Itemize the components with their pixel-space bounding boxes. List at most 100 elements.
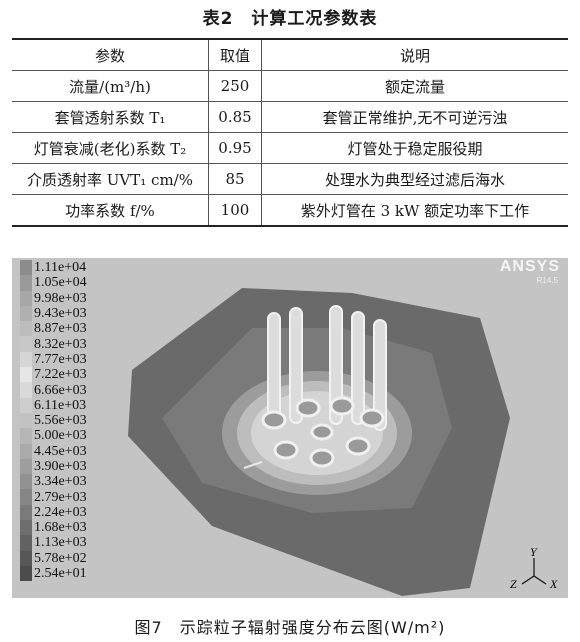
col-header-note: 说明 [261,38,568,71]
legend-entry: 6.66e+03 [20,382,87,398]
legend-entry: 1.13e+03 [20,535,87,551]
legend-swatch [20,336,32,352]
legend-swatch [20,474,32,490]
legend-value: 2.24e+03 [34,504,87,520]
cell-param: 灯管衰减(老化)系数 T₂ [12,132,209,164]
table-row: 流量/(m³/h) 250 额定流量 [12,70,568,102]
col-header-value: 取值 [208,38,262,71]
legend-value: 4.45e+03 [34,443,87,459]
legend-swatch [20,458,32,475]
cell-value: 100 [208,194,262,227]
parameter-table: 参数 取值 说明 流量/(m³/h) 250 额定流量 套管透射系数 T₁ 0.… [12,38,568,227]
legend-entry: 9.98e+03 [20,290,87,306]
legend-entry: 5.56e+03 [20,412,87,429]
legend-swatch [20,351,32,368]
table-row: 功率系数 f/% 100 紫外灯管在 3 kW 额定功率下工作 [12,194,568,227]
cell-param: 功率系数 f/% [12,194,209,227]
table-caption: 表2 计算工况参数表 [202,9,378,29]
legend-value: 7.77e+03 [34,351,87,367]
cell-value: 250 [208,70,262,102]
legend-entry: 1.68e+03 [20,520,87,536]
legend-swatch [20,489,32,505]
legend-swatch [20,321,32,337]
axis-z-label: Z [510,577,517,591]
legend-value: 3.90e+03 [34,459,87,474]
legend-swatch [20,535,32,551]
legend-value: 5.00e+03 [34,428,87,444]
legend-swatch [20,367,32,383]
legend-swatch [20,412,32,429]
legend-entry: 2.54e+01 [20,565,87,582]
legend-entry: 7.22e+03 [20,367,87,383]
cell-param: 流量/(m³/h) [12,70,209,102]
legend-swatch [20,260,32,276]
legend-entry: 1.11e+04 [20,260,87,276]
legend-entry: 6.11e+03 [20,397,87,413]
legend-swatch [20,428,32,444]
legend-swatch [20,520,32,536]
legend-entry: 3.90e+03 [20,458,87,475]
legend-value: 5.56e+03 [34,413,87,429]
legend-value: 2.79e+03 [34,489,87,505]
legend-swatch [20,565,32,582]
legend-value: 6.11e+03 [34,397,87,413]
legend-value: 1.13e+03 [34,535,87,551]
legend-value: 7.22e+03 [34,367,87,383]
legend-entry: 8.32e+03 [20,336,87,352]
legend-entry: 5.00e+03 [20,428,87,444]
cell-note: 紫外灯管在 3 kW 额定功率下工作 [261,194,568,227]
legend-swatch [20,275,32,291]
legend-entry: 1.05e+04 [20,275,87,291]
legend-entry: 7.77e+03 [20,351,87,368]
cell-param: 介质透射率 UVT₁ cm/% [12,163,209,195]
axis-triad [521,558,547,585]
lamp-ring-openings [261,396,385,468]
legend-value: 8.87e+03 [34,321,87,337]
cell-value: 0.85 [208,101,262,133]
legend-value: 1.68e+03 [34,520,87,536]
legend-swatch [20,550,32,566]
axis-y-label: Y [530,545,538,559]
cell-param: 套管透射系数 T₁ [12,101,209,133]
legend-swatch [20,290,32,306]
cell-note: 额定流量 [261,70,568,102]
legend-value: 9.98e+03 [34,290,87,306]
table-row: 套管透射系数 T₁ 0.85 套管正常维护,无不可逆污浊 [12,101,568,133]
probe-line [243,461,263,469]
legend-value: 6.66e+03 [34,382,87,398]
cell-note: 处理水为典型经过滤后海水 [261,163,568,195]
ansys-version: R14.5 [536,276,558,285]
legend-swatch [20,397,32,413]
cell-note: 灯管处于稳定服役期 [261,132,568,164]
axis-x-label: X [549,577,558,591]
legend-value: 9.43e+03 [34,306,87,322]
table-header-row: 参数 取值 说明 [12,38,568,71]
legend-value: 3.34e+03 [34,474,87,490]
legend-entry: 2.24e+03 [20,504,87,521]
cell-value: 0.95 [208,132,262,164]
legend-swatch [20,382,32,398]
legend-entry: 5.78e+02 [20,550,87,566]
legend-swatch [20,443,32,459]
legend-value: 1.11e+04 [34,260,87,276]
col-header-param: 参数 [12,38,209,71]
legend-value: 5.78e+02 [34,550,87,566]
legend-entry: 4.45e+03 [20,443,87,459]
table-row: 灯管衰减(老化)系数 T₂ 0.95 灯管处于稳定服役期 [12,132,568,164]
legend-value: 1.05e+04 [34,275,87,291]
table-row: 介质透射率 UVT₁ cm/% 85 处理水为典型经过滤后海水 [12,163,568,195]
legend-entry: 8.87e+03 [20,321,87,337]
legend-entry: 9.43e+03 [20,305,87,322]
ansys-logo: ANSYS [499,258,560,275]
legend-entry: 3.34e+03 [20,474,87,490]
legend-entry: 2.79e+03 [20,489,87,505]
legend-swatch [20,504,32,521]
cell-note: 套管正常维护,无不可逆污浊 [261,101,568,133]
figure-caption: 图7 示踪粒子辐射强度分布云图(W/m²) [134,618,446,637]
legend-value: 2.54e+01 [34,566,87,582]
contour-render: Y Z X [128,288,558,596]
cell-value: 85 [208,163,262,195]
legend-value: 8.32e+03 [34,336,87,352]
